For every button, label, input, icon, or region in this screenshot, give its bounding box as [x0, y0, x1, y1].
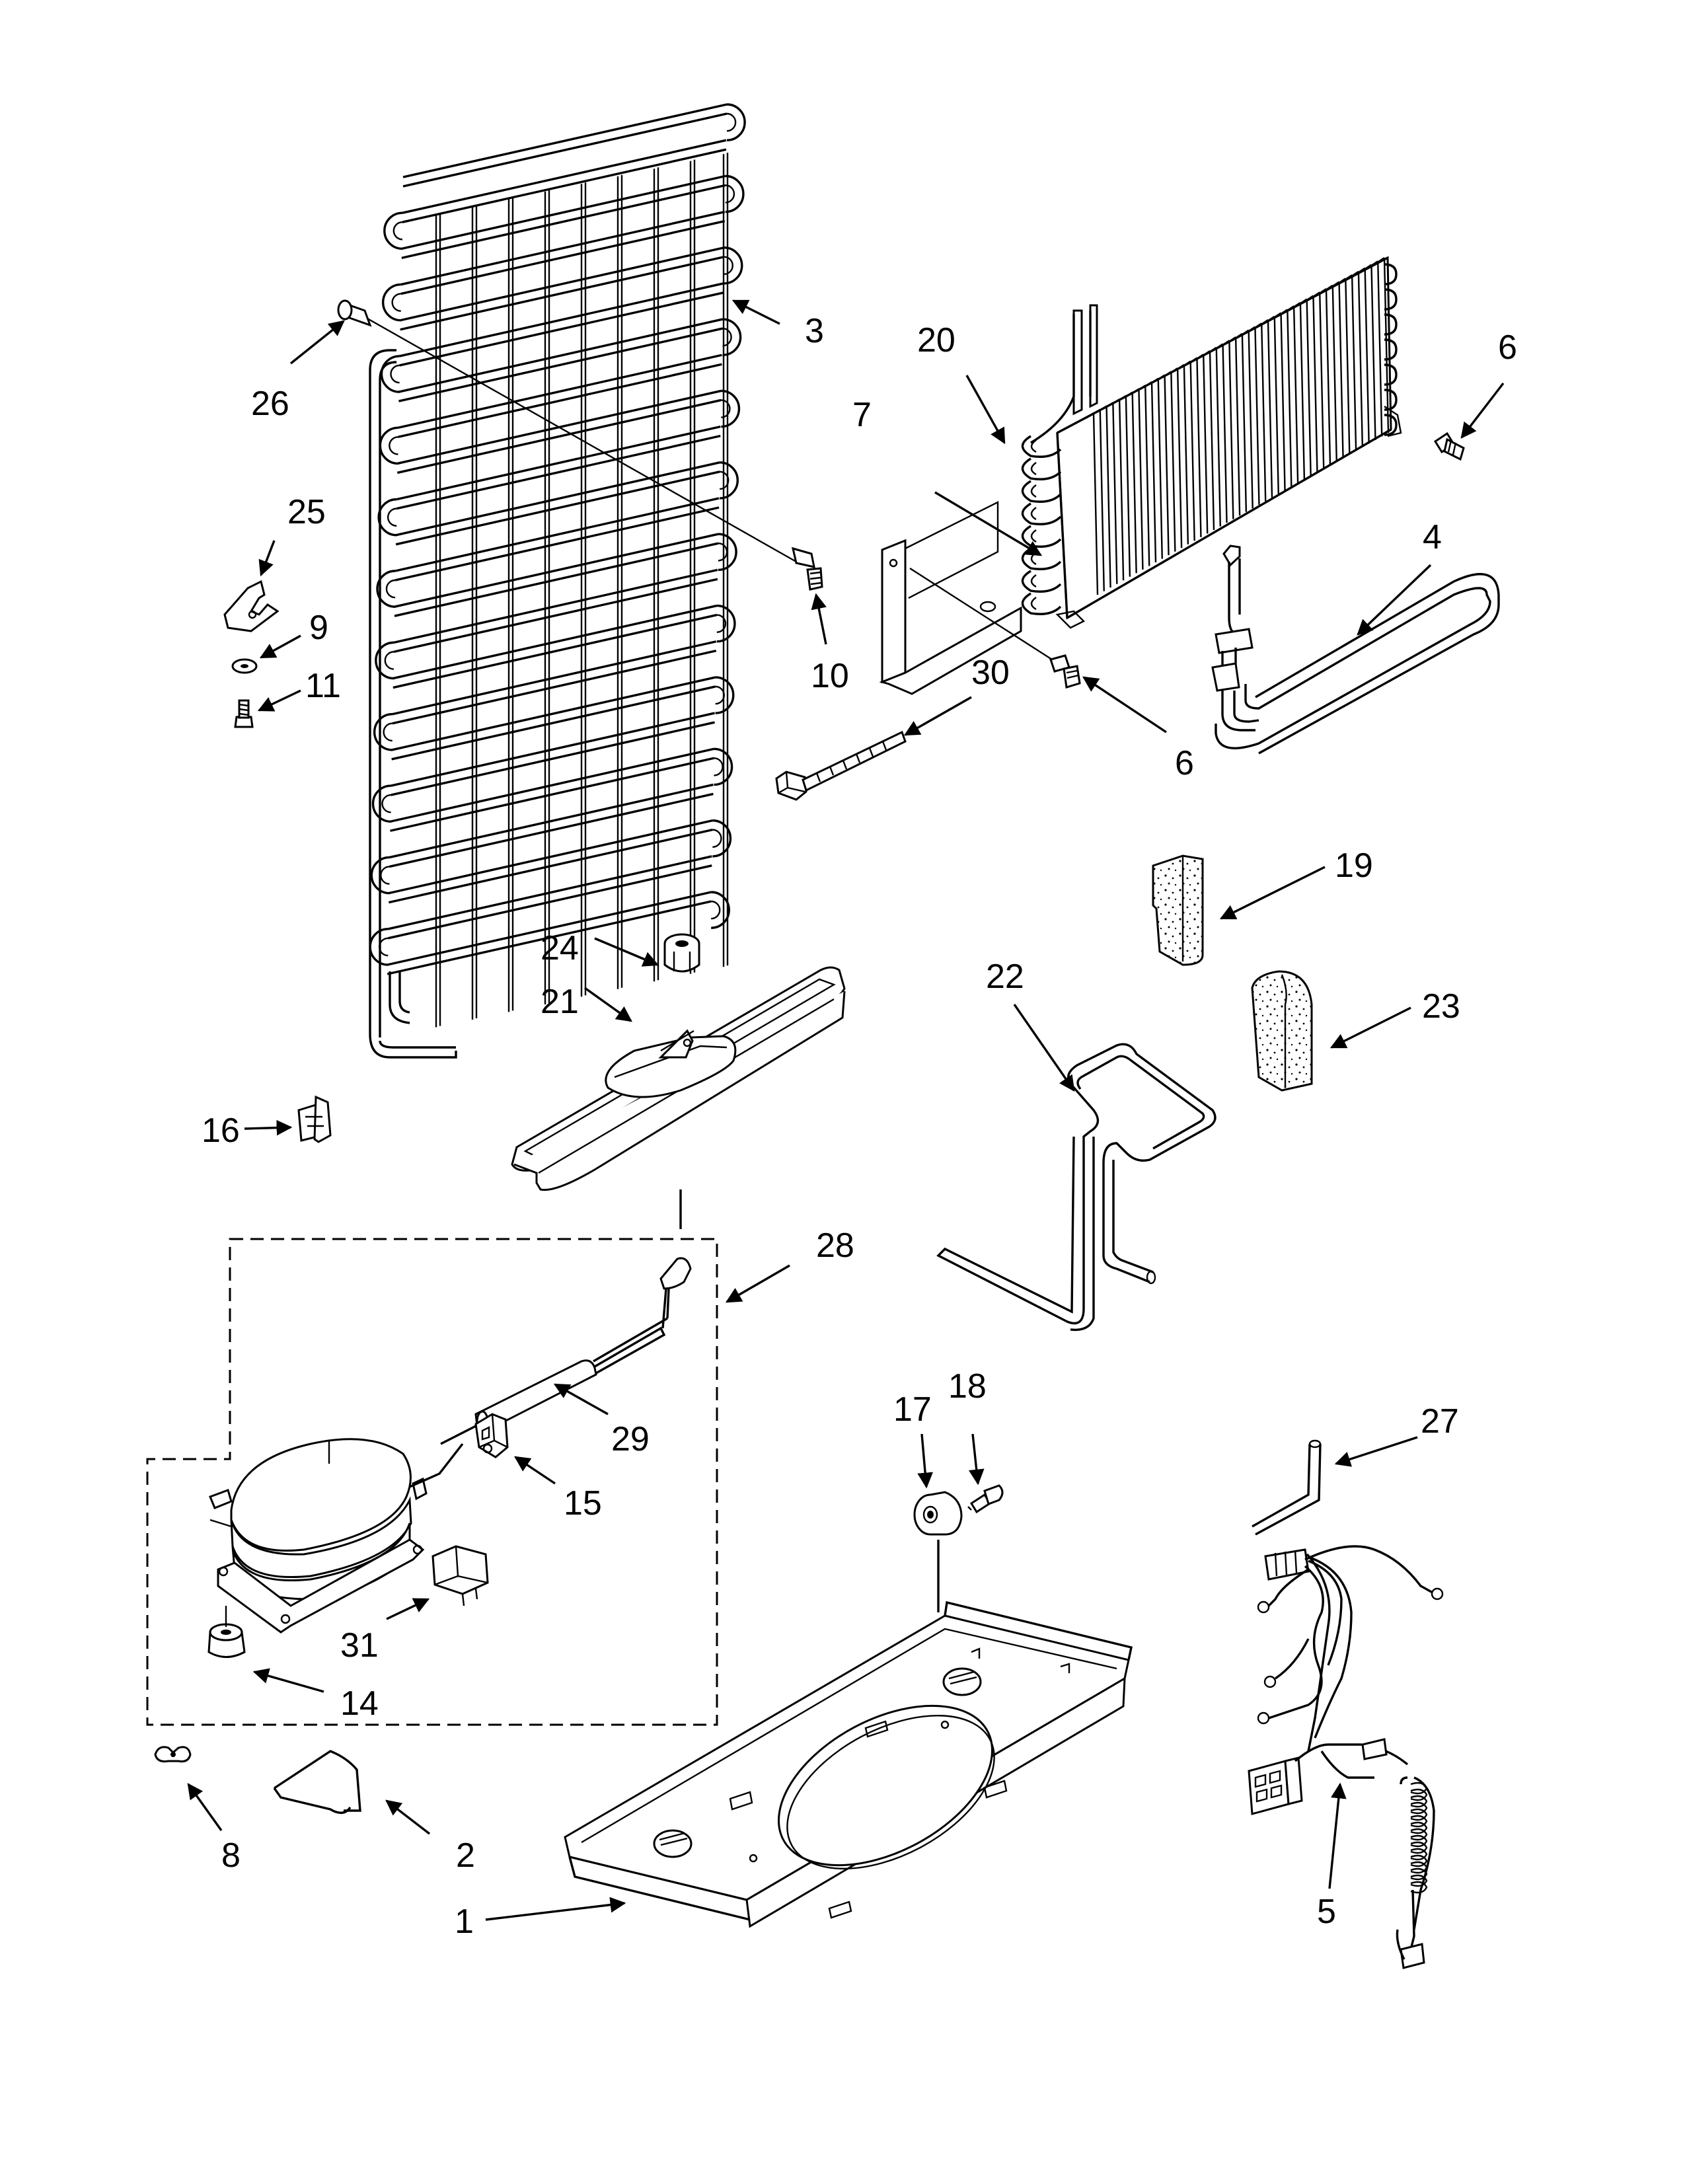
leader-4	[1357, 564, 1432, 636]
evaporator-20	[1021, 256, 1402, 629]
part-label-17: 17	[893, 1390, 932, 1429]
part-label-14: 14	[340, 1684, 379, 1723]
defrost-heater-4	[1211, 545, 1500, 755]
bracket-25	[223, 580, 280, 632]
screw-10	[791, 546, 823, 591]
leader-7	[934, 491, 1043, 556]
part-label-16: 16	[202, 1111, 240, 1150]
part-label-9: 9	[309, 609, 328, 647]
part-label-24: 24	[541, 929, 579, 967]
part-label-23: 23	[1422, 987, 1460, 1026]
base-pan-1	[564, 1540, 1133, 1928]
leader-28	[725, 1264, 790, 1303]
part-label-22: 22	[986, 958, 1024, 996]
foam-block-23	[1251, 970, 1313, 1092]
part-label-10: 10	[811, 657, 849, 695]
compressor-group-28	[146, 1238, 718, 1726]
part-label-8: 8	[221, 1836, 241, 1875]
part-label-26: 26	[251, 385, 289, 423]
roller-screw-18	[967, 1484, 1004, 1514]
part-label-30: 30	[971, 654, 1010, 692]
part-label-21: 21	[541, 983, 579, 1021]
overload-31	[431, 1545, 489, 1606]
leader-18	[968, 1433, 985, 1486]
leader-19	[1219, 866, 1326, 920]
leader-lines	[187, 299, 1505, 1921]
part-label-2: 2	[456, 1836, 475, 1875]
roller-17	[913, 1491, 963, 1536]
compressor	[209, 1438, 464, 1634]
leader-20	[965, 375, 1006, 445]
part-labels: 3 26 25 9 11 10 16 7 20 6 6 4 30 19 23 2…	[202, 312, 1517, 1941]
leader-21	[584, 987, 632, 1022]
leader-29	[553, 1383, 609, 1415]
wiring-harness-5	[1248, 1545, 1444, 1969]
leader-3	[731, 299, 780, 325]
leader-22	[1013, 1004, 1075, 1092]
part-label-7: 7	[852, 396, 872, 434]
part-label-28: 28	[816, 1226, 854, 1265]
leader-2	[385, 1799, 431, 1835]
part-label-29: 29	[611, 1420, 650, 1458]
part-label-1: 1	[455, 1902, 474, 1941]
foam-block-19	[1152, 854, 1204, 966]
leader-31	[386, 1598, 430, 1620]
cable-tie-30	[775, 730, 907, 801]
leader-11	[257, 689, 301, 712]
tubing-22	[936, 1043, 1217, 1332]
leader-1	[485, 1897, 626, 1921]
leader-14	[252, 1668, 324, 1693]
leader-27	[1334, 1436, 1418, 1467]
part-label-25: 25	[287, 493, 326, 531]
part-label-3: 3	[805, 312, 824, 350]
relay-15	[474, 1413, 509, 1458]
leader-26	[289, 320, 345, 365]
part-label-11: 11	[305, 667, 341, 705]
part-label-31: 31	[340, 1626, 379, 1665]
screw-6-upper	[1433, 432, 1465, 461]
clip-8	[154, 1746, 192, 1762]
leader-6-upper	[1460, 382, 1505, 439]
washer-9	[231, 658, 258, 674]
drain-fitting-24	[663, 933, 700, 973]
leader-23	[1329, 1006, 1411, 1049]
leader-17	[917, 1433, 933, 1489]
part-label-6-lower: 6	[1175, 744, 1194, 782]
part-label-5: 5	[1317, 1893, 1336, 1931]
leader-15	[514, 1456, 556, 1485]
part-label-19: 19	[1335, 847, 1373, 885]
screw-11	[234, 699, 254, 728]
screw-6-lower	[909, 567, 1081, 689]
leader-6-lower	[1082, 676, 1167, 734]
part-label-20: 20	[917, 321, 955, 359]
grommet-14	[207, 1606, 246, 1658]
leader-24	[594, 937, 659, 967]
leader-16	[244, 1119, 293, 1136]
clip-16	[297, 1095, 332, 1143]
leader-5	[1328, 1782, 1347, 1889]
part-label-6-upper: 6	[1498, 328, 1517, 367]
part-label-4: 4	[1423, 518, 1442, 556]
leader-9	[259, 634, 301, 659]
drain-pan-21	[511, 966, 846, 1229]
leader-30	[903, 696, 972, 736]
wire-bracket-2	[273, 1750, 361, 1814]
fastener-26	[337, 299, 797, 563]
evaporator-bracket-7	[879, 501, 1022, 695]
tube-27	[1252, 1439, 1322, 1536]
leader-10	[811, 593, 827, 645]
leader-8	[187, 1783, 223, 1831]
part-label-18: 18	[948, 1367, 987, 1406]
leader-25	[258, 540, 276, 577]
filter-drier-29	[440, 1257, 692, 1445]
condenser-coil	[369, 103, 746, 1059]
part-label-15: 15	[564, 1484, 602, 1523]
part-label-27: 27	[1421, 1402, 1459, 1441]
